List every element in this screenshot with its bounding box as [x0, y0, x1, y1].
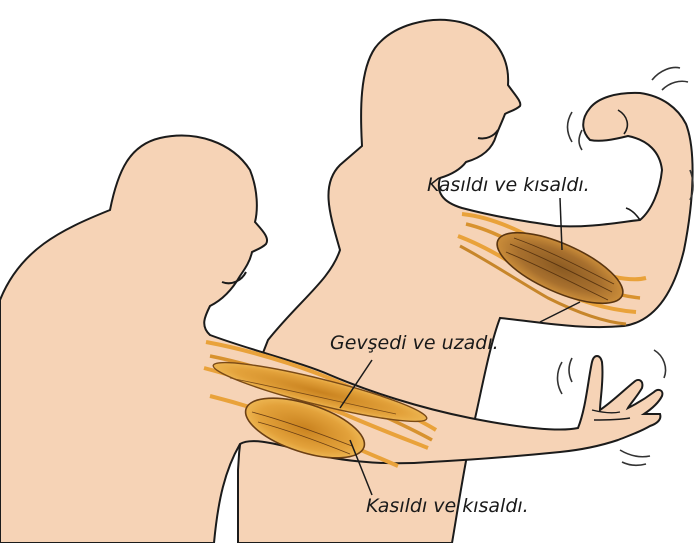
motion-mark [558, 362, 563, 394]
motion-mark [569, 358, 572, 382]
motion-mark [622, 462, 646, 465]
motion-mark [662, 81, 688, 90]
back-figure [238, 20, 693, 543]
label-upper-contracted: Kasıldı ve kısaldı. [427, 176, 590, 195]
motion-mark [652, 68, 680, 81]
back-figure-body [238, 20, 693, 543]
motion-mark [654, 350, 666, 378]
label-lower-contracted: Kasıldı ve kısaldı. [366, 497, 529, 516]
motion-mark [620, 450, 650, 457]
motion-mark [579, 130, 582, 150]
motion-mark [568, 112, 573, 142]
back-figure-elbow-crease [626, 208, 640, 220]
label-relaxed: Gevşedi ve uzadı. [330, 334, 499, 353]
